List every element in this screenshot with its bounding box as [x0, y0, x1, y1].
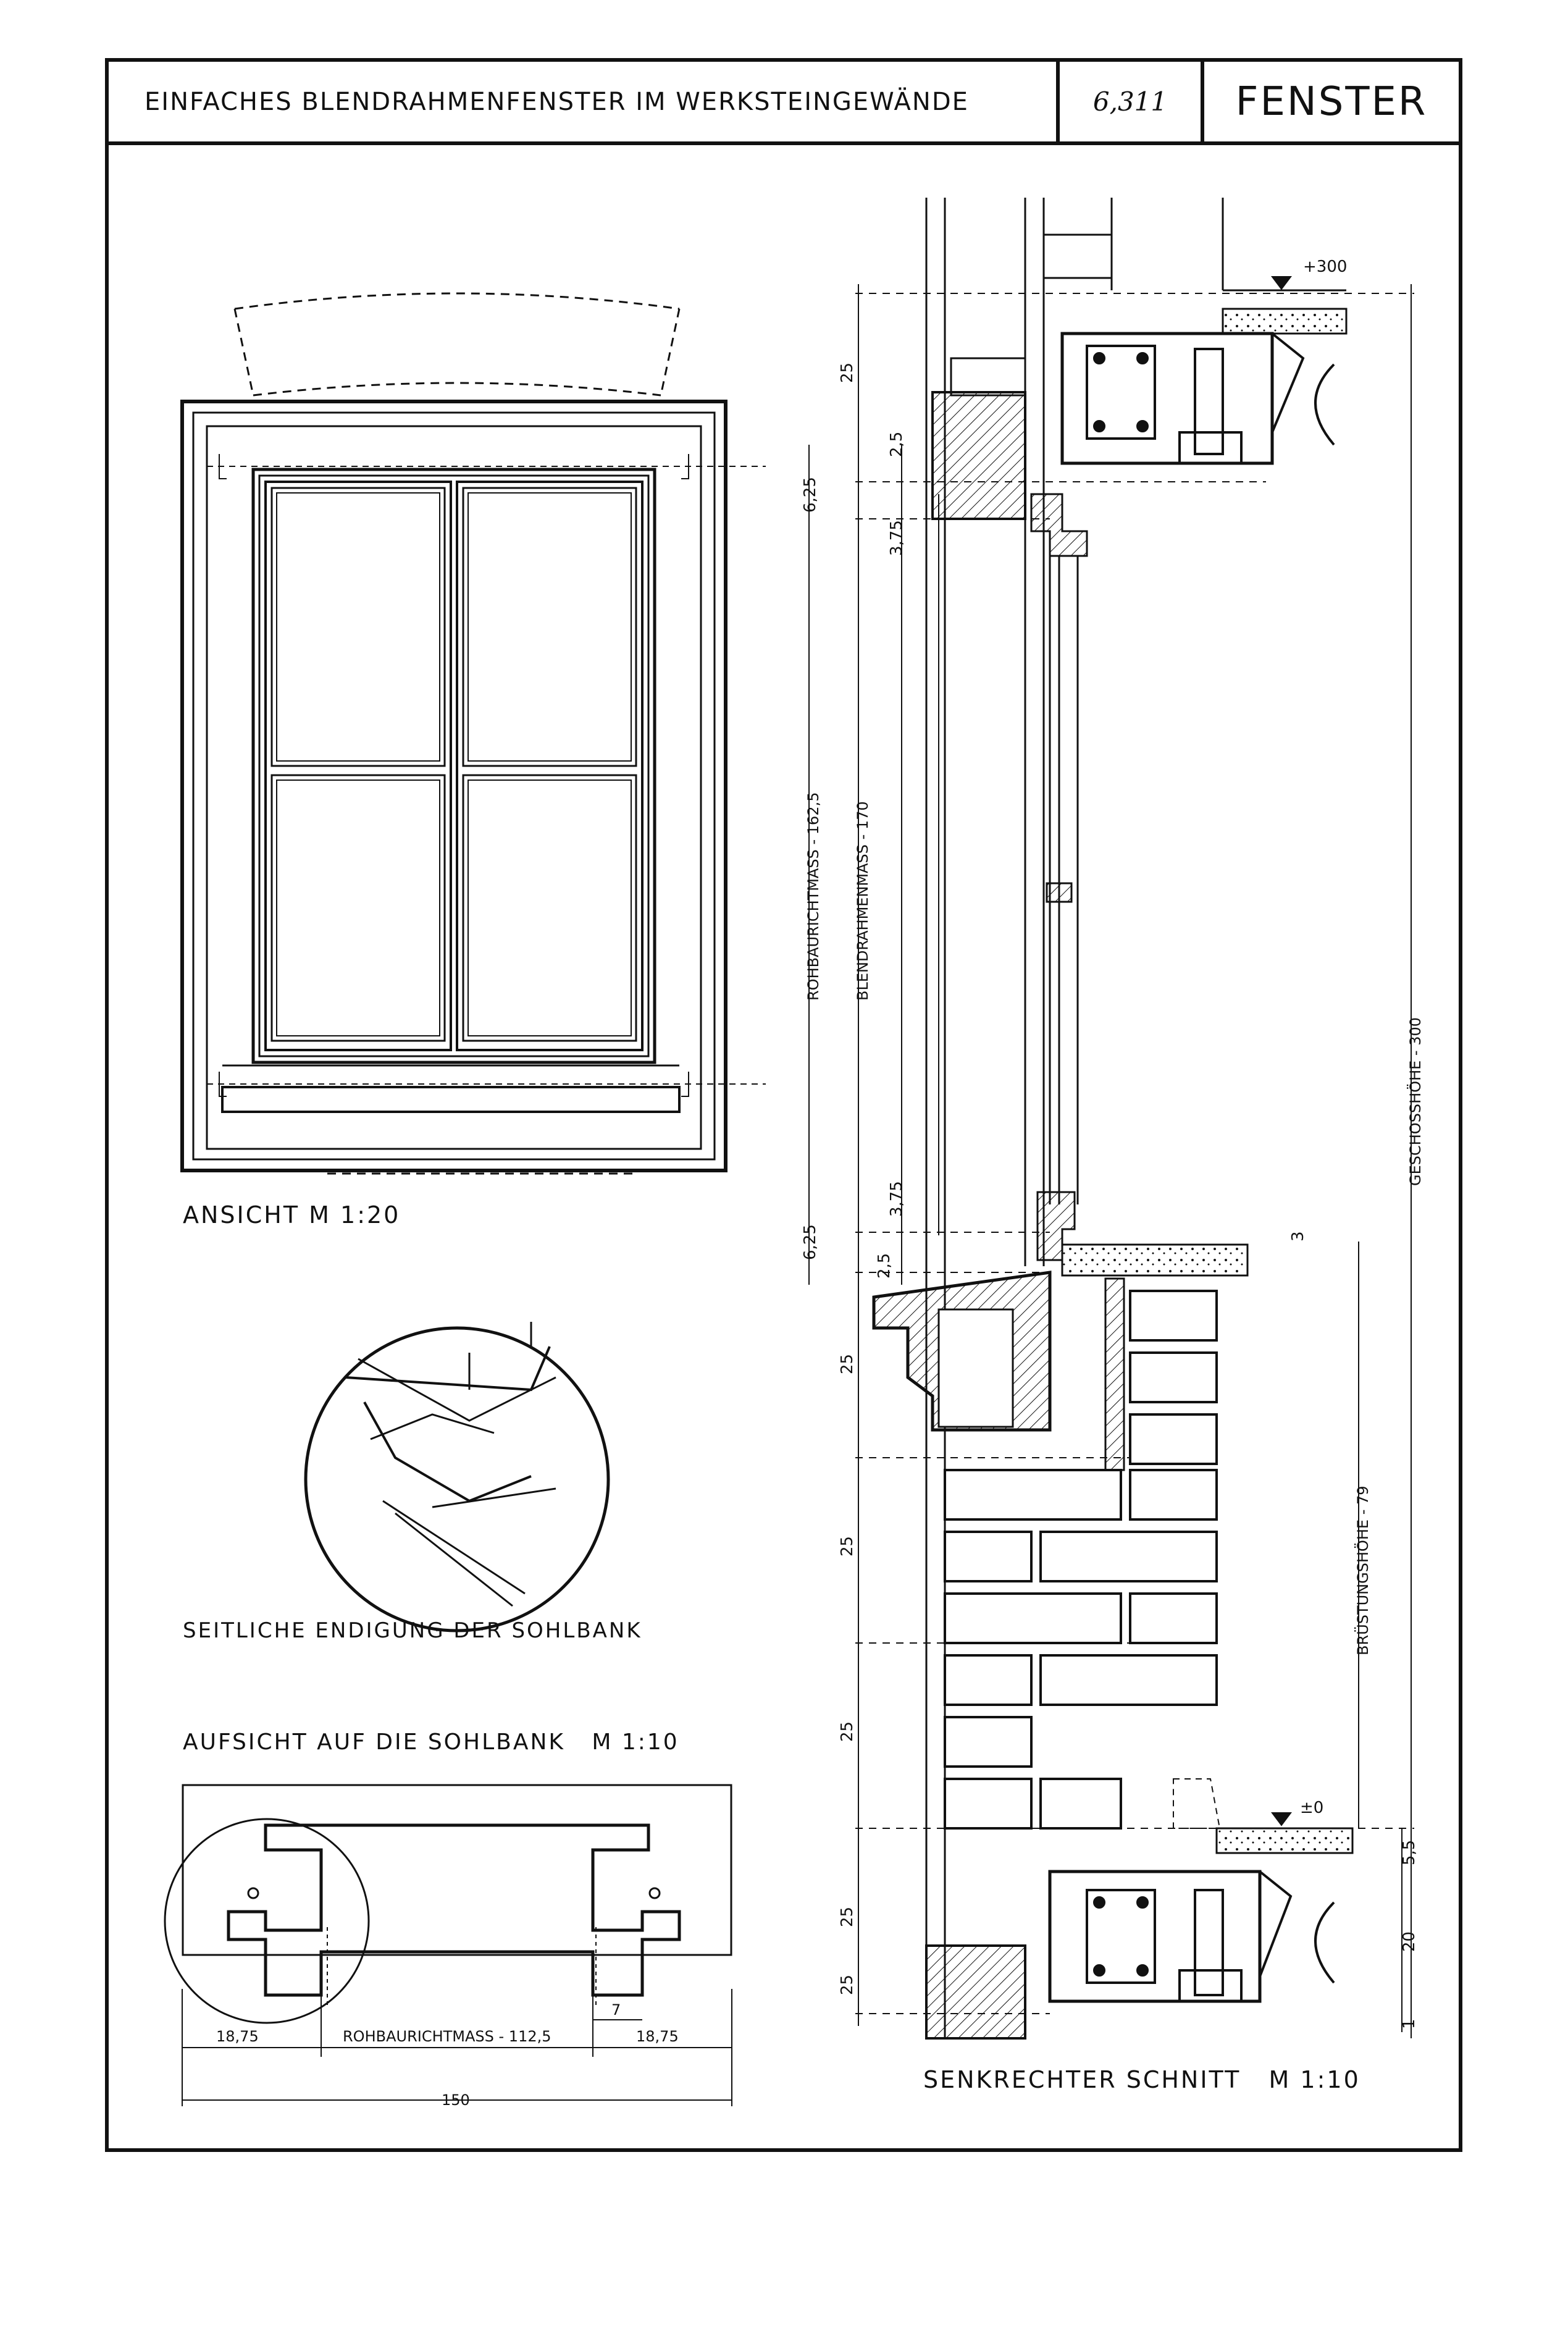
plan-dim-notch: 7: [611, 2001, 621, 2019]
dim-course-1: 25: [838, 363, 857, 383]
dim-course-5: 25: [838, 1907, 857, 1927]
plan-dim-middle: ROHBAURICHTMASS - 112,5: [343, 2028, 551, 2045]
dim-course-4: 25: [838, 1721, 857, 1742]
dim-course-3: 25: [838, 1536, 857, 1557]
section-dimension-labels: +300 ±0 25 25 25 25 25 25 6,25 2,5 3,75 …: [801, 258, 1424, 2029]
dim-sill-3: 3: [1289, 1231, 1307, 1242]
dim-top-3-75: 3,75: [887, 520, 906, 556]
dim-bottom-2-5: 2,5: [875, 1253, 894, 1279]
caption-elevation: ANSICHT M 1:20: [183, 1201, 401, 1229]
sheet-topic: FENSTER: [1235, 78, 1428, 125]
sill-end-detail: [304, 1322, 610, 1633]
plan-dim-right: 18,75: [636, 2028, 679, 2045]
level-top-label: +300: [1303, 258, 1347, 276]
dim-floor-5-5: 5,5: [1400, 1840, 1419, 1865]
dim-top-6-25: 6,25: [801, 477, 820, 513]
sheet-number: 6,311: [1060, 62, 1204, 141]
dim-bottom-6-25: 6,25: [801, 1224, 820, 1260]
sill-plan-view: [164, 1784, 732, 2106]
caption-plan: AUFSICHT AUF DIE SOHLBANK M 1:10: [183, 1729, 679, 1755]
dim-floor-20: 20: [1400, 1931, 1419, 1952]
dim-floor-1: 1: [1400, 2019, 1419, 2029]
dim-bottom-3-75: 3,75: [887, 1181, 906, 1217]
dim-geschoss: GESCHOSSHÖHE - 300: [1406, 1017, 1424, 1186]
sheet-title: EINFACHES BLENDRAHMENFENSTER IM WERKSTEI…: [109, 62, 1060, 141]
level-floor-label: ±0: [1300, 1799, 1323, 1817]
dim-top-2-5: 2,5: [887, 432, 906, 457]
plan-dim-total: 150: [442, 2091, 470, 2109]
caption-sill-end: SEITLICHE ENDIGUNG DER SOHLBANK: [183, 1618, 642, 1643]
plan-dim-left: 18,75: [216, 2028, 259, 2045]
plan-dimension-labels: 18,75 ROHBAURICHTMASS - 112,5 18,75 150 …: [216, 2001, 679, 2109]
elevation-view: [180, 292, 766, 1175]
dim-course-2: 25: [838, 1354, 857, 1374]
dim-blendrahmen: BLENDRAHMENMASS - 170: [854, 801, 871, 1001]
vertical-section: [808, 198, 1414, 2040]
caption-section: SENKRECHTER SCHNITT M 1:10: [923, 2066, 1360, 2093]
dim-course-6: 25: [838, 1975, 857, 1995]
dim-bruestung: BRÜSTUNGSHÖHE - 79: [1354, 1485, 1372, 1655]
dim-rohbau: ROHBAURICHTMASS - 162,5: [805, 792, 822, 1001]
title-block: EINFACHES BLENDRAHMENFENSTER IM WERKSTEI…: [109, 62, 1459, 145]
drawing-sheet: EINFACHES BLENDRAHMENFENSTER IM WERKSTEI…: [105, 58, 1462, 2152]
